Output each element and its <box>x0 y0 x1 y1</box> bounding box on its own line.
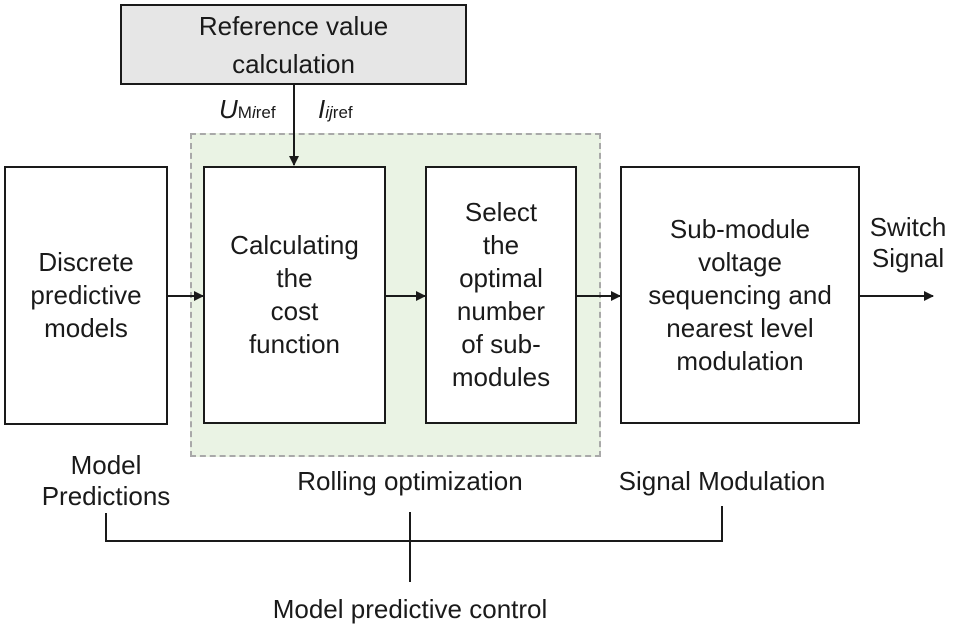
i-ref-sub-index: ij <box>325 103 333 122</box>
u-ref-symbol: U <box>219 94 238 124</box>
i-ref-symbol: I <box>318 94 326 124</box>
i-ref-signal-label: Iijref <box>318 94 353 125</box>
i-ref-subscript: ijref <box>325 103 352 122</box>
cost-function-block: Calculating the cost function <box>203 166 386 424</box>
switch-signal-output-label: Switch Signal <box>869 212 947 273</box>
u-ref-signal-label: UMiref <box>219 94 276 125</box>
model-predictions-label: Model Predictions <box>41 450 171 511</box>
u-ref-sub-prefix: M <box>237 103 252 122</box>
rolling-optimization-label: Rolling optimization <box>297 466 523 496</box>
reference-value-calculation-block: Reference value calculation <box>120 4 467 85</box>
discrete-predictive-models-block: Discrete predictive models <box>4 166 168 425</box>
u-ref-subscript: Miref <box>238 103 276 122</box>
u-ref-sub-suffix: ref <box>255 103 276 122</box>
sequencing-modulation-block: Sub-module voltage sequencing and neares… <box>620 166 860 424</box>
model-predictive-control-label: Model predictive control <box>272 594 548 624</box>
u-ref-sub-index: i <box>251 103 256 122</box>
signal-modulation-label: Signal Modulation <box>618 466 826 496</box>
select-optimal-number-block: Select the optimal number of sub- module… <box>425 166 577 424</box>
i-ref-sub-suffix: ref <box>332 103 353 122</box>
